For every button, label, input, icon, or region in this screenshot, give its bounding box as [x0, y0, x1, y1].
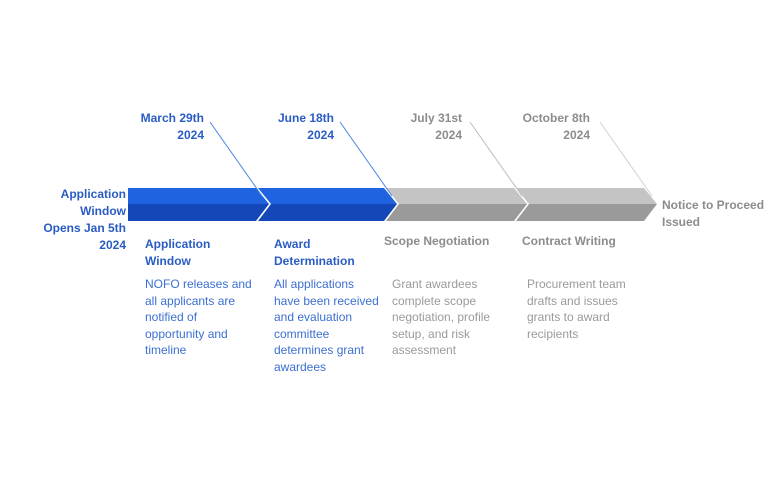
phase-2-desc-line: All applications — [274, 277, 355, 291]
end-label-line1: Notice to Proceed — [662, 198, 765, 212]
phase-2-desc-line: determines grant — [274, 343, 365, 357]
phase-1-desc-line: opportunity and — [145, 326, 228, 341]
phase-3-date: July 31st 2024 — [372, 110, 462, 144]
phase-1-date-line2: 2024 — [177, 128, 204, 142]
phase-3-description: Grant awardees complete scope negotiatio… — [392, 276, 514, 359]
start-label: Application Window Opens Jan 5th 2024 — [14, 186, 126, 254]
phase-2-leader-line — [339, 121, 393, 197]
phase-2-date-line2: 2024 — [307, 128, 334, 142]
phase-2-title-line2: Determination — [274, 254, 355, 268]
phase-1-desc-line: timeline — [145, 343, 187, 357]
phase-4-title-line1: Contract Writing — [522, 234, 616, 248]
phase-4-date: October 8th 2024 — [500, 110, 590, 144]
phase-2-desc-line: committee — [274, 326, 330, 341]
phase-3-desc-line: assessment — [392, 343, 457, 357]
phase-2-desc-line: and evaluation — [274, 310, 353, 324]
phase-3-arrow-bottom — [386, 204, 527, 221]
phase-1-desc-line: all applicants are — [145, 293, 236, 308]
phase-4-date-line2: 2024 — [563, 128, 590, 142]
phase-2-title-line1: Award — [274, 237, 311, 251]
phase-4-desc-line: Procurement team — [527, 277, 626, 291]
phase-1-title-line1: Application — [145, 237, 211, 251]
phase-3-date-line1: July 31st — [410, 111, 462, 125]
phase-4-date-line1: October 8th — [522, 111, 590, 125]
phase-4-title: Contract Writing — [522, 233, 652, 250]
phase-3-desc-line: negotiation, profile — [392, 310, 491, 324]
phase-3-desc-line: complete scope — [392, 293, 477, 308]
start-label-line1: Application Window — [60, 187, 126, 218]
phase-4-desc-line: grants to award — [527, 310, 610, 324]
phase-2-date: June 18th 2024 — [244, 110, 334, 144]
phase-2-arrow-bottom — [258, 204, 397, 221]
phase-4-desc-line: drafts and issues — [527, 293, 618, 308]
end-label: Notice to Proceed Issued — [662, 197, 766, 231]
phase-4-arrow-bottom — [516, 204, 657, 221]
phase-3-leader-line — [469, 121, 523, 197]
phase-2-arrow-top — [258, 188, 397, 204]
phase-3-date-line2: 2024 — [435, 128, 462, 142]
phase-3-arrow-top — [386, 188, 527, 204]
phase-1-desc-line: NOFO releases and — [145, 277, 252, 291]
end-label-line2: Issued — [662, 215, 701, 229]
phase-1-desc-line: notified of — [145, 310, 198, 324]
phase-4-arrow-top — [516, 188, 657, 204]
phase-1-title: Application Window — [145, 236, 255, 270]
phase-2-title: Award Determination — [274, 236, 384, 270]
phase-3-desc-line: Grant awardees — [392, 277, 478, 291]
phase-3-desc-line: setup, and risk — [392, 326, 471, 341]
phase-4-leader-line — [599, 121, 653, 197]
phase-1-description: NOFO releases and all applicants are not… — [145, 276, 263, 359]
phase-1-date-line1: March 29th — [140, 111, 204, 125]
phase-1-leader-line — [209, 121, 263, 197]
phase-1-arrow-top — [128, 188, 269, 204]
phase-4-description: Procurement team drafts and issues grant… — [527, 276, 645, 342]
phase-3-title: Scope Negotiation — [384, 233, 514, 250]
phase-3-title-line1: Scope Negotiation — [384, 234, 490, 248]
phase-1-arrow-bottom — [128, 204, 269, 221]
phase-2-desc-line: awardees — [274, 359, 327, 374]
start-label-line2: Opens Jan 5th 2024 — [43, 221, 126, 252]
phase-2-desc-line: have been received — [274, 293, 379, 308]
phase-4-desc-line: recipients — [527, 326, 579, 341]
phase-1-date: March 29th 2024 — [114, 110, 204, 144]
phase-2-date-line1: June 18th — [277, 111, 334, 125]
phase-2-description: All applications have been received and … — [274, 276, 392, 375]
phase-1-title-line2: Window — [145, 254, 191, 268]
